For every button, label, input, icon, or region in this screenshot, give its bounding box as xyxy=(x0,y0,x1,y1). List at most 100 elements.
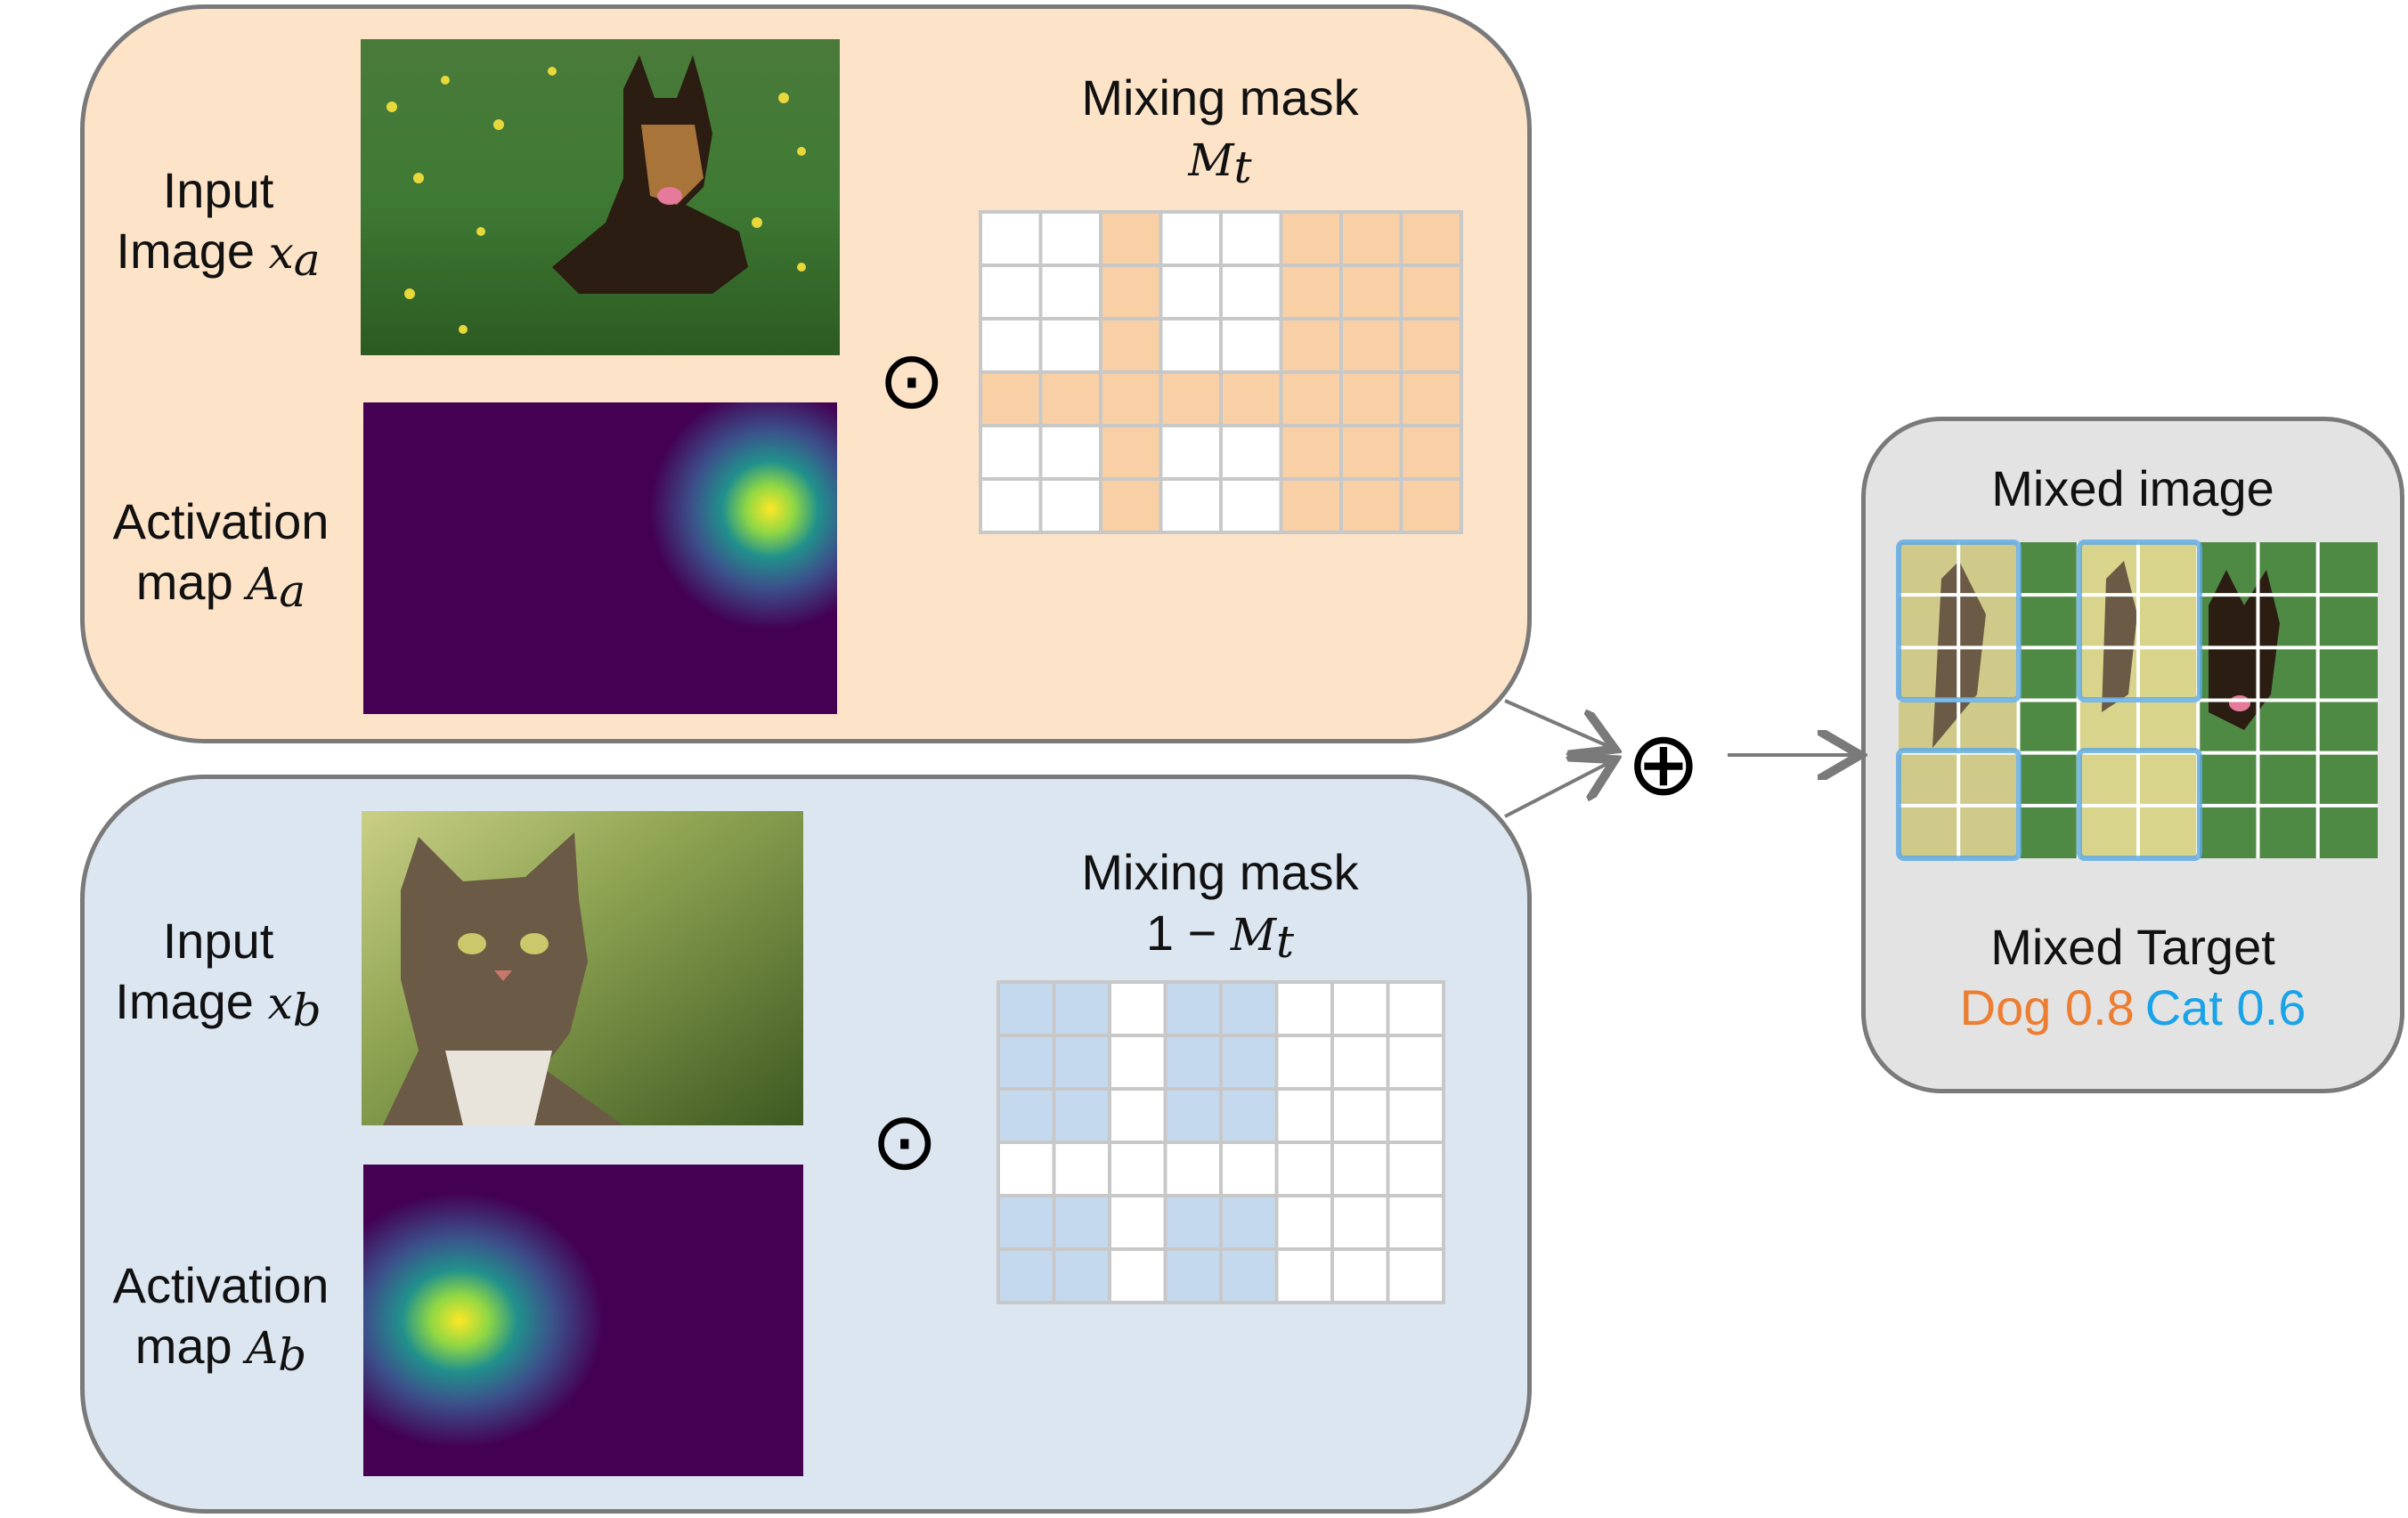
mask-cell xyxy=(997,1087,1056,1144)
mask-cell xyxy=(1159,424,1223,481)
mask-cell xyxy=(1219,1247,1279,1304)
mask-cell xyxy=(1399,210,1463,267)
mask-cell xyxy=(1330,1034,1390,1091)
hadamard-operator-b: ⊙ xyxy=(871,1095,939,1189)
mask-cell xyxy=(1099,477,1163,534)
mask-cell xyxy=(1159,317,1223,374)
mask-cell xyxy=(1279,477,1343,534)
mixed-image xyxy=(1896,540,2378,861)
mixing-mask-a-grid xyxy=(979,210,1463,534)
mask-cell xyxy=(1330,980,1390,1037)
activation-map-a-label: Activation map Aa xyxy=(112,493,329,617)
mask-cell xyxy=(997,1194,1056,1251)
mask-cell xyxy=(1339,477,1403,534)
mixing-mask-b-grid xyxy=(997,980,1445,1304)
mask-cell xyxy=(1339,317,1403,374)
mask-cell xyxy=(1099,317,1163,374)
mask-cell xyxy=(1052,1087,1111,1144)
mask-cell xyxy=(1099,370,1163,427)
mask-cell xyxy=(1274,1034,1334,1091)
mask-cell xyxy=(1052,1247,1111,1304)
mask-cell xyxy=(1052,1194,1111,1251)
mask-cell xyxy=(1108,1194,1167,1251)
mask-cell xyxy=(979,424,1043,481)
mask-cell xyxy=(1219,210,1283,267)
mask-cell xyxy=(1163,1141,1223,1197)
mask-cell xyxy=(1399,370,1463,427)
mask-cell xyxy=(1163,1087,1223,1144)
mask-cell xyxy=(1274,980,1334,1037)
mask-cell xyxy=(979,317,1043,374)
mask-cell xyxy=(1038,264,1102,321)
mask-cell xyxy=(1330,1141,1390,1197)
mask-cell xyxy=(1159,477,1223,534)
mask-cell xyxy=(1386,1087,1445,1144)
mask-cell xyxy=(979,477,1043,534)
activation-map-b xyxy=(363,1165,803,1476)
mask-cell xyxy=(1052,1034,1111,1091)
mask-cell xyxy=(1330,1194,1390,1251)
mask-cell xyxy=(1219,317,1283,374)
mask-cell xyxy=(1038,317,1102,374)
mask-cell xyxy=(1279,370,1343,427)
mask-cell xyxy=(1219,980,1279,1037)
mask-cell xyxy=(1399,424,1463,481)
mask-cell xyxy=(1339,210,1403,267)
dog-photo xyxy=(361,39,840,355)
mask-cell xyxy=(1099,424,1163,481)
mask-cell xyxy=(1339,370,1403,427)
mask-cell xyxy=(997,1141,1056,1197)
mixing-mask-b-title: Mixing mask 1 − Mt xyxy=(1081,844,1359,968)
mask-cell xyxy=(1274,1247,1334,1304)
mask-cell xyxy=(1108,1087,1167,1144)
mask-cell xyxy=(1108,980,1167,1037)
mask-cell xyxy=(997,1247,1056,1304)
mask-cell xyxy=(1279,317,1343,374)
mask-cell xyxy=(1038,370,1102,427)
mask-cell xyxy=(1159,264,1223,321)
mask-cell xyxy=(1038,477,1102,534)
mask-cell xyxy=(1330,1087,1390,1144)
mask-cell xyxy=(1399,264,1463,321)
connector-arrows xyxy=(1504,699,1857,818)
cat-photo xyxy=(362,811,803,1125)
mask-cell xyxy=(1108,1034,1167,1091)
mask-cell xyxy=(1099,264,1163,321)
mask-cell xyxy=(1339,264,1403,321)
mask-cell xyxy=(979,210,1043,267)
activation-map-a xyxy=(363,402,837,714)
mask-cell xyxy=(1399,477,1463,534)
mask-cell xyxy=(1163,1194,1223,1251)
mask-cell xyxy=(1339,424,1403,481)
dog-target-label: Dog 0.8 xyxy=(1959,979,2135,1035)
cat-target-label: Cat 0.6 xyxy=(2144,979,2306,1035)
mask-cell xyxy=(1274,1141,1334,1197)
mask-cell xyxy=(1279,210,1343,267)
mask-cell xyxy=(1163,1247,1223,1304)
mask-cell xyxy=(1219,1141,1279,1197)
mixing-mask-a-title: Mixing mask Mt xyxy=(1081,69,1359,193)
mask-cell xyxy=(1219,424,1283,481)
mask-cell xyxy=(1159,370,1223,427)
mask-cell xyxy=(1219,370,1283,427)
mask-cell xyxy=(1219,1194,1279,1251)
mask-cell xyxy=(1038,210,1102,267)
add-operator: ⊕ xyxy=(1626,711,1701,816)
mask-cell xyxy=(997,1034,1056,1091)
mask-cell xyxy=(1219,264,1283,321)
mask-cell xyxy=(1386,980,1445,1037)
mask-cell xyxy=(979,264,1043,321)
mask-cell xyxy=(1274,1087,1334,1144)
mask-cell xyxy=(1038,424,1102,481)
mixed-image-title: Mixed image xyxy=(1991,460,2274,516)
mask-cell xyxy=(1159,210,1223,267)
mask-cell xyxy=(1330,1247,1390,1304)
mask-cell xyxy=(1399,317,1463,374)
mask-cell xyxy=(1279,264,1343,321)
mask-cell xyxy=(1099,210,1163,267)
hadamard-operator-a: ⊙ xyxy=(878,334,946,427)
mask-cell xyxy=(1219,1087,1279,1144)
mask-cell xyxy=(1108,1247,1167,1304)
mask-cell xyxy=(1163,1034,1223,1091)
